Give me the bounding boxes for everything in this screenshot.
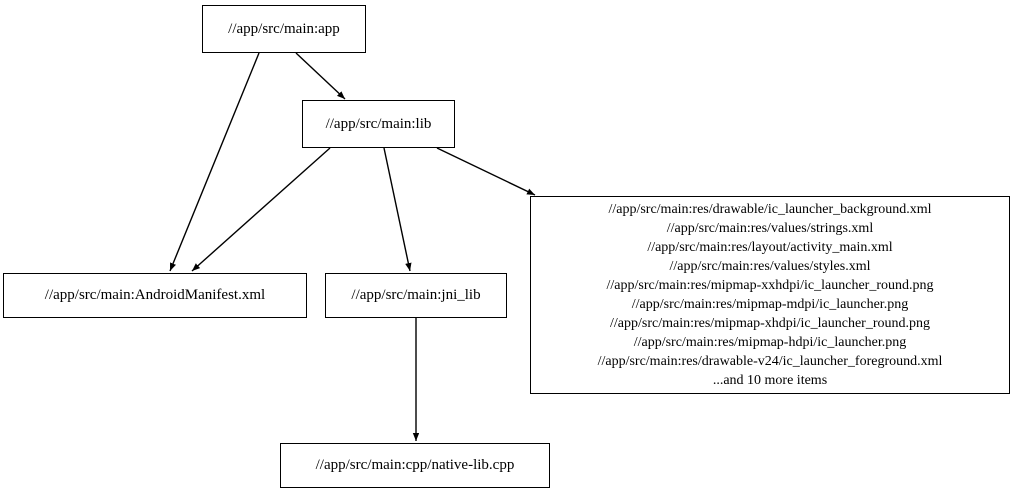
graph-node-app[interactable]: //app/src/main:app [202, 5, 366, 53]
edge-app-to-manifest [169, 52, 260, 272]
edge-app-to-lib [295, 52, 346, 100]
graph-node-lib[interactable]: //app/src/main:lib [302, 100, 455, 148]
graph-node-android-manifest[interactable]: //app/src/main:AndroidManifest.xml [3, 273, 307, 318]
graph-node-lib-label: //app/src/main:lib [325, 115, 432, 132]
graph-node-jni-lib[interactable]: //app/src/main:jni_lib [325, 273, 507, 318]
graph-node-app-label: //app/src/main:app [228, 20, 340, 37]
edge-lib-to-manifest [191, 147, 331, 272]
graph-node-jni-lib-label: //app/src/main:jni_lib [351, 287, 481, 303]
graph-node-resources[interactable]: //app/src/main:res/drawable/ic_launcher_… [530, 196, 1010, 394]
graph-node-native-lib-cpp[interactable]: //app/src/main:cpp/native-lib.cpp [280, 443, 550, 488]
edge-lib-to-jni-lib [383, 147, 412, 272]
graph-node-native-lib-cpp-label: //app/src/main:cpp/native-lib.cpp [315, 457, 515, 473]
graph-node-android-manifest-label: //app/src/main:AndroidManifest.xml [44, 287, 266, 303]
graph-node-resources-label: //app/src/main:res/drawable/ic_launcher_… [597, 202, 943, 388]
edge-lib-to-resources [436, 147, 536, 196]
